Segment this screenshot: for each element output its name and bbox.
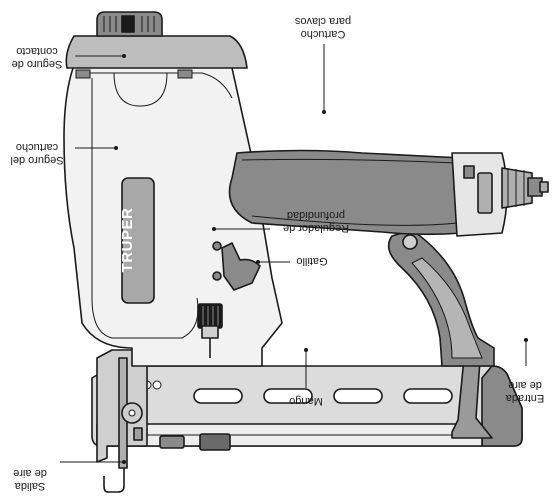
- label-air-inlet-line1: Entrada: [505, 392, 544, 404]
- motor-base-band: [65, 35, 248, 69]
- label-depth-adjuster-line1: Regulador de: [283, 222, 349, 234]
- nailer-illustration: TRUPER: [63, 11, 549, 493]
- trigger: [221, 242, 261, 291]
- label-magazine-lock: Seguro del cartucho: [10, 141, 63, 166]
- leader-lines: [60, 44, 528, 464]
- brand-panel: [121, 177, 155, 304]
- label-air-exhaust-line2: de aire: [13, 467, 47, 479]
- label-trigger-line1: Gatillo: [296, 255, 327, 267]
- label-handle: Mango: [289, 395, 323, 407]
- label-magazine: Cartucho para clavos: [294, 15, 351, 40]
- label-handle-line1: Mango: [289, 395, 323, 407]
- brand-logo: TRUPER: [119, 208, 136, 273]
- magazine-end-cap: [481, 365, 523, 447]
- label-air-inlet-line2: de aire: [508, 379, 542, 391]
- magazine-slots: [193, 388, 453, 404]
- label-magazine-line1: Cartucho: [301, 28, 346, 40]
- label-air-exhaust: Salida de aire: [13, 467, 47, 492]
- label-contact-safety-line1: Seguro de: [12, 58, 63, 70]
- label-contact-safety: Seguro de contacto: [12, 45, 63, 70]
- label-depth-adjuster: Regulador de profundidad: [283, 209, 349, 234]
- label-magazine-lock-line1: Seguro del: [10, 154, 63, 166]
- label-contact-safety-line2: contacto: [16, 45, 58, 57]
- magazine-clamp: [199, 433, 231, 451]
- label-air-inlet: Entrada de aire: [505, 379, 544, 404]
- label-depth-adjuster-line2: profundidad: [287, 209, 345, 221]
- handle: [228, 149, 471, 236]
- label-trigger: Gatillo: [296, 255, 327, 267]
- label-air-exhaust-line1: Salida: [14, 480, 45, 492]
- label-magazine-line2: para clavos: [294, 15, 351, 27]
- label-magazine-lock-line2: cartucho: [16, 141, 58, 153]
